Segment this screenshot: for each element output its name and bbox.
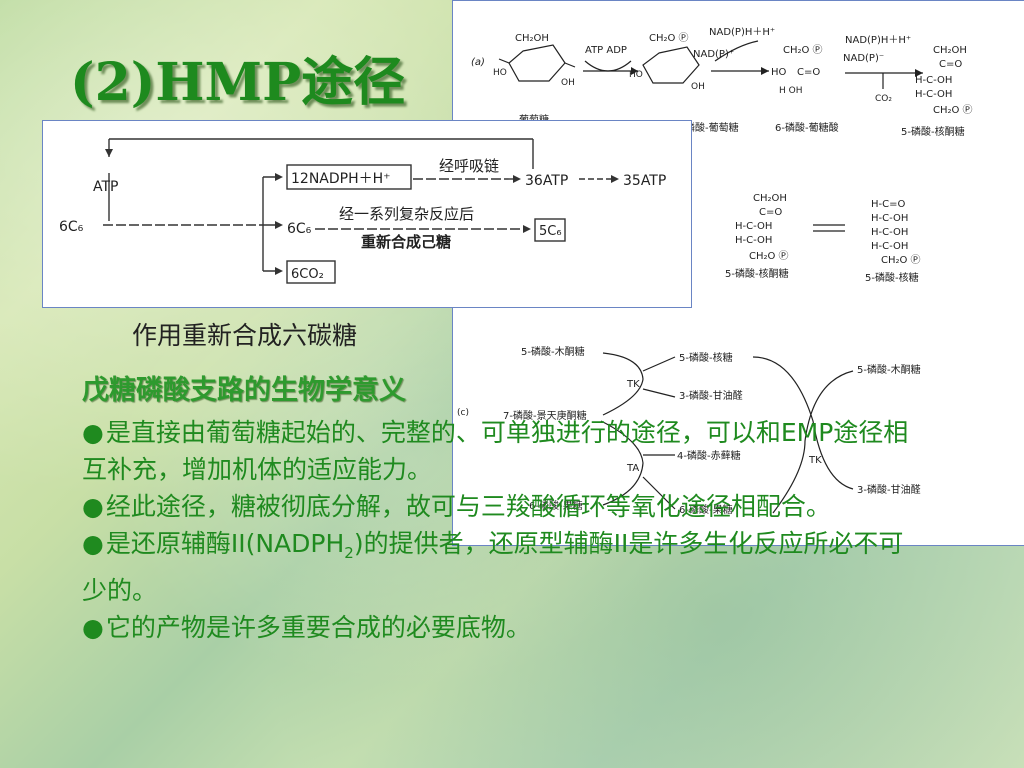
nadph-box: 12NADPH＋H⁺ <box>291 171 391 187</box>
c5-box: 5C₆ <box>539 224 562 239</box>
overview-diagram: ATP 6C₆ 12NADPH＋H⁺ 经呼吸链 36ATP 35ATP 6C₆ … <box>59 138 666 284</box>
c-g3p: 3-磷酸-甘油醛 <box>679 389 743 402</box>
svg-text:H-C-OH: H-C-OH <box>915 75 952 86</box>
svg-text:HO: HO <box>493 68 507 78</box>
label-6pg: 6-磷酸-葡糖酸 <box>775 121 839 134</box>
c-xu5p-l: 5-磷酸-木酮糖 <box>521 345 585 358</box>
nadp-mid-2: NAD(P)⁻ <box>843 53 884 64</box>
panel-a-tag: (a) <box>471 57 485 68</box>
partially-hidden-text: 作用重新合成六碳糖 <box>132 321 358 350</box>
c-f6p-l: 6-磷酸-果糖 <box>529 499 583 512</box>
resynth-label: 重新合成己糖 <box>361 233 451 251</box>
bullet-text-3a: 是还原辅酶II(NADPH <box>105 529 345 558</box>
bullet-list: ●是直接由葡萄糖起始的、完整的、可单独进行的途径，可以和EMP途径相互补充，增加… <box>82 414 912 646</box>
svg-text:CH₂OH: CH₂OH <box>515 33 549 44</box>
bullet-dot-icon: ● <box>82 492 104 521</box>
svg-text:CH₂O Ⓟ: CH₂O Ⓟ <box>749 250 789 262</box>
series-label: 经一系列复杂反应后 <box>339 205 474 223</box>
resp-chain-label: 经呼吸链 <box>439 157 499 175</box>
svg-text:CH₂O Ⓟ: CH₂O Ⓟ <box>649 32 689 44</box>
svg-text:H-C-OH: H-C-OH <box>871 213 908 224</box>
svg-text:H-C-OH: H-C-OH <box>915 89 952 100</box>
overview-diagram-panel: ATP 6C₆ 12NADPH＋H⁺ 经呼吸链 36ATP 35ATP 6C₆ … <box>42 120 692 308</box>
co2-label: CO₂ <box>875 94 892 104</box>
c-r5p: 5-磷酸-核糖 <box>679 351 733 364</box>
c6-mid: 6C₆ <box>287 221 312 237</box>
section-title: 戊糖磷酸支路的生物学意义 <box>82 375 406 406</box>
c-e4p: 4-磷酸-赤藓糖 <box>677 449 741 462</box>
transketolase-arrows <box>600 352 854 514</box>
bullet-dot-icon: ● <box>82 613 104 642</box>
co2-box: 6CO₂ <box>291 267 324 282</box>
ta-label: TA <box>626 463 639 474</box>
svg-text:C=O: C=O <box>797 67 820 78</box>
g6p-structure <box>642 46 700 84</box>
svg-text:CH₂O Ⓟ: CH₂O Ⓟ <box>783 44 823 56</box>
svg-text:H-C-OH: H-C-OH <box>871 227 908 238</box>
svg-text:HO: HO <box>771 67 787 78</box>
glucose-structure <box>498 44 576 82</box>
tk-label: TK <box>626 379 640 390</box>
label-ru5p-b: 5-磷酸-核酮糖 <box>725 267 789 280</box>
svg-text:HO: HO <box>629 70 643 80</box>
bullet-text-2: 经此途径，糖被彻底分解，故可与三羧酸循环等氧化途径相配合。 <box>105 492 831 521</box>
bullet-text-1: 是直接由葡萄糖起始的、完整的、可单独进行的途径，可以和EMP途径相互补充，增加机… <box>82 418 909 484</box>
svg-text:C=O: C=O <box>939 59 962 70</box>
svg-text:C=O: C=O <box>759 207 782 218</box>
svg-text:H-C=O: H-C=O <box>871 199 905 210</box>
bullet-subscript: 2 <box>344 544 354 562</box>
atp35-label: 35ATP <box>623 173 666 189</box>
pathway-diagram: (a) CH₂OH HO OH ATP ADP CH₂O Ⓟ HO OH NAD… <box>457 27 973 516</box>
bullet-item-4: ●它的产物是许多重要合成的必要底物。 <box>82 609 912 646</box>
svg-text:OH: OH <box>561 78 575 88</box>
bullet-dot-icon: ● <box>82 529 104 558</box>
pathway-diagram-panel: (a) CH₂OH HO OH ATP ADP CH₂O Ⓟ HO OH NAD… <box>452 0 1024 546</box>
svg-text:CH₂O Ⓟ: CH₂O Ⓟ <box>881 254 921 266</box>
panel-c-tag: (c) <box>457 408 469 418</box>
bullet-item-3: ●是还原辅酶II(NADPH2)的提供者，还原型辅酶II是许多生化反应所必不可少… <box>82 525 912 609</box>
svg-text:H OH: H OH <box>779 86 802 96</box>
label-r5p: 5-磷酸-核糖 <box>865 271 919 284</box>
page-title: (2)HMP途径 <box>70 52 406 113</box>
bullet-item-2: ●经此途径，糖被彻底分解，故可与三羧酸循环等氧化途径相配合。 <box>82 488 912 525</box>
nadp-mid-1: NAD(P)⁺ <box>693 49 734 60</box>
bullet-text-3b: )的提供者，还原型辅酶II是许多生化反应所必不可少的。 <box>82 529 904 605</box>
label-ru5p-a: 5-磷酸-核酮糖 <box>901 125 965 138</box>
atp-adp-label: ATP ADP <box>585 45 627 56</box>
svg-text:CH₂O Ⓟ: CH₂O Ⓟ <box>933 104 973 116</box>
atp-label: ATP <box>93 179 118 195</box>
svg-text:OH: OH <box>691 82 705 92</box>
atp36-label: 36ATP <box>525 173 568 189</box>
atp-adp-arrow <box>584 60 632 72</box>
svg-text:H-C-OH: H-C-OH <box>735 221 772 232</box>
c-g3p-r: 3-磷酸-甘油醛 <box>857 483 921 496</box>
bullet-dot-icon: ● <box>82 418 104 447</box>
svg-text:CH₂OH: CH₂OH <box>933 45 967 56</box>
svg-text:H-C-OH: H-C-OH <box>735 235 772 246</box>
tk-label-2: TK <box>808 455 822 466</box>
bullet-text-4: 它的产物是许多重要合成的必要底物。 <box>105 613 531 642</box>
svg-text:CH₂OH: CH₂OH <box>753 193 787 204</box>
nadp-top-1: NAD(P)H＋H⁺ <box>709 27 775 38</box>
c-s7p: 7-磷酸-景天庚酮糖 <box>503 409 587 422</box>
c6-start: 6C₆ <box>59 219 84 235</box>
c-xu5p-r: 5-磷酸-木酮糖 <box>857 363 921 376</box>
svg-text:H-C-OH: H-C-OH <box>871 241 908 252</box>
bullet-item-1: ●是直接由葡萄糖起始的、完整的、可单独进行的途径，可以和EMP途径相互补充，增加… <box>82 414 912 488</box>
nadp-top-2: NAD(P)H＋H⁺ <box>845 35 911 46</box>
c-f6p-r: 6-磷酸-果糖 <box>679 503 733 516</box>
